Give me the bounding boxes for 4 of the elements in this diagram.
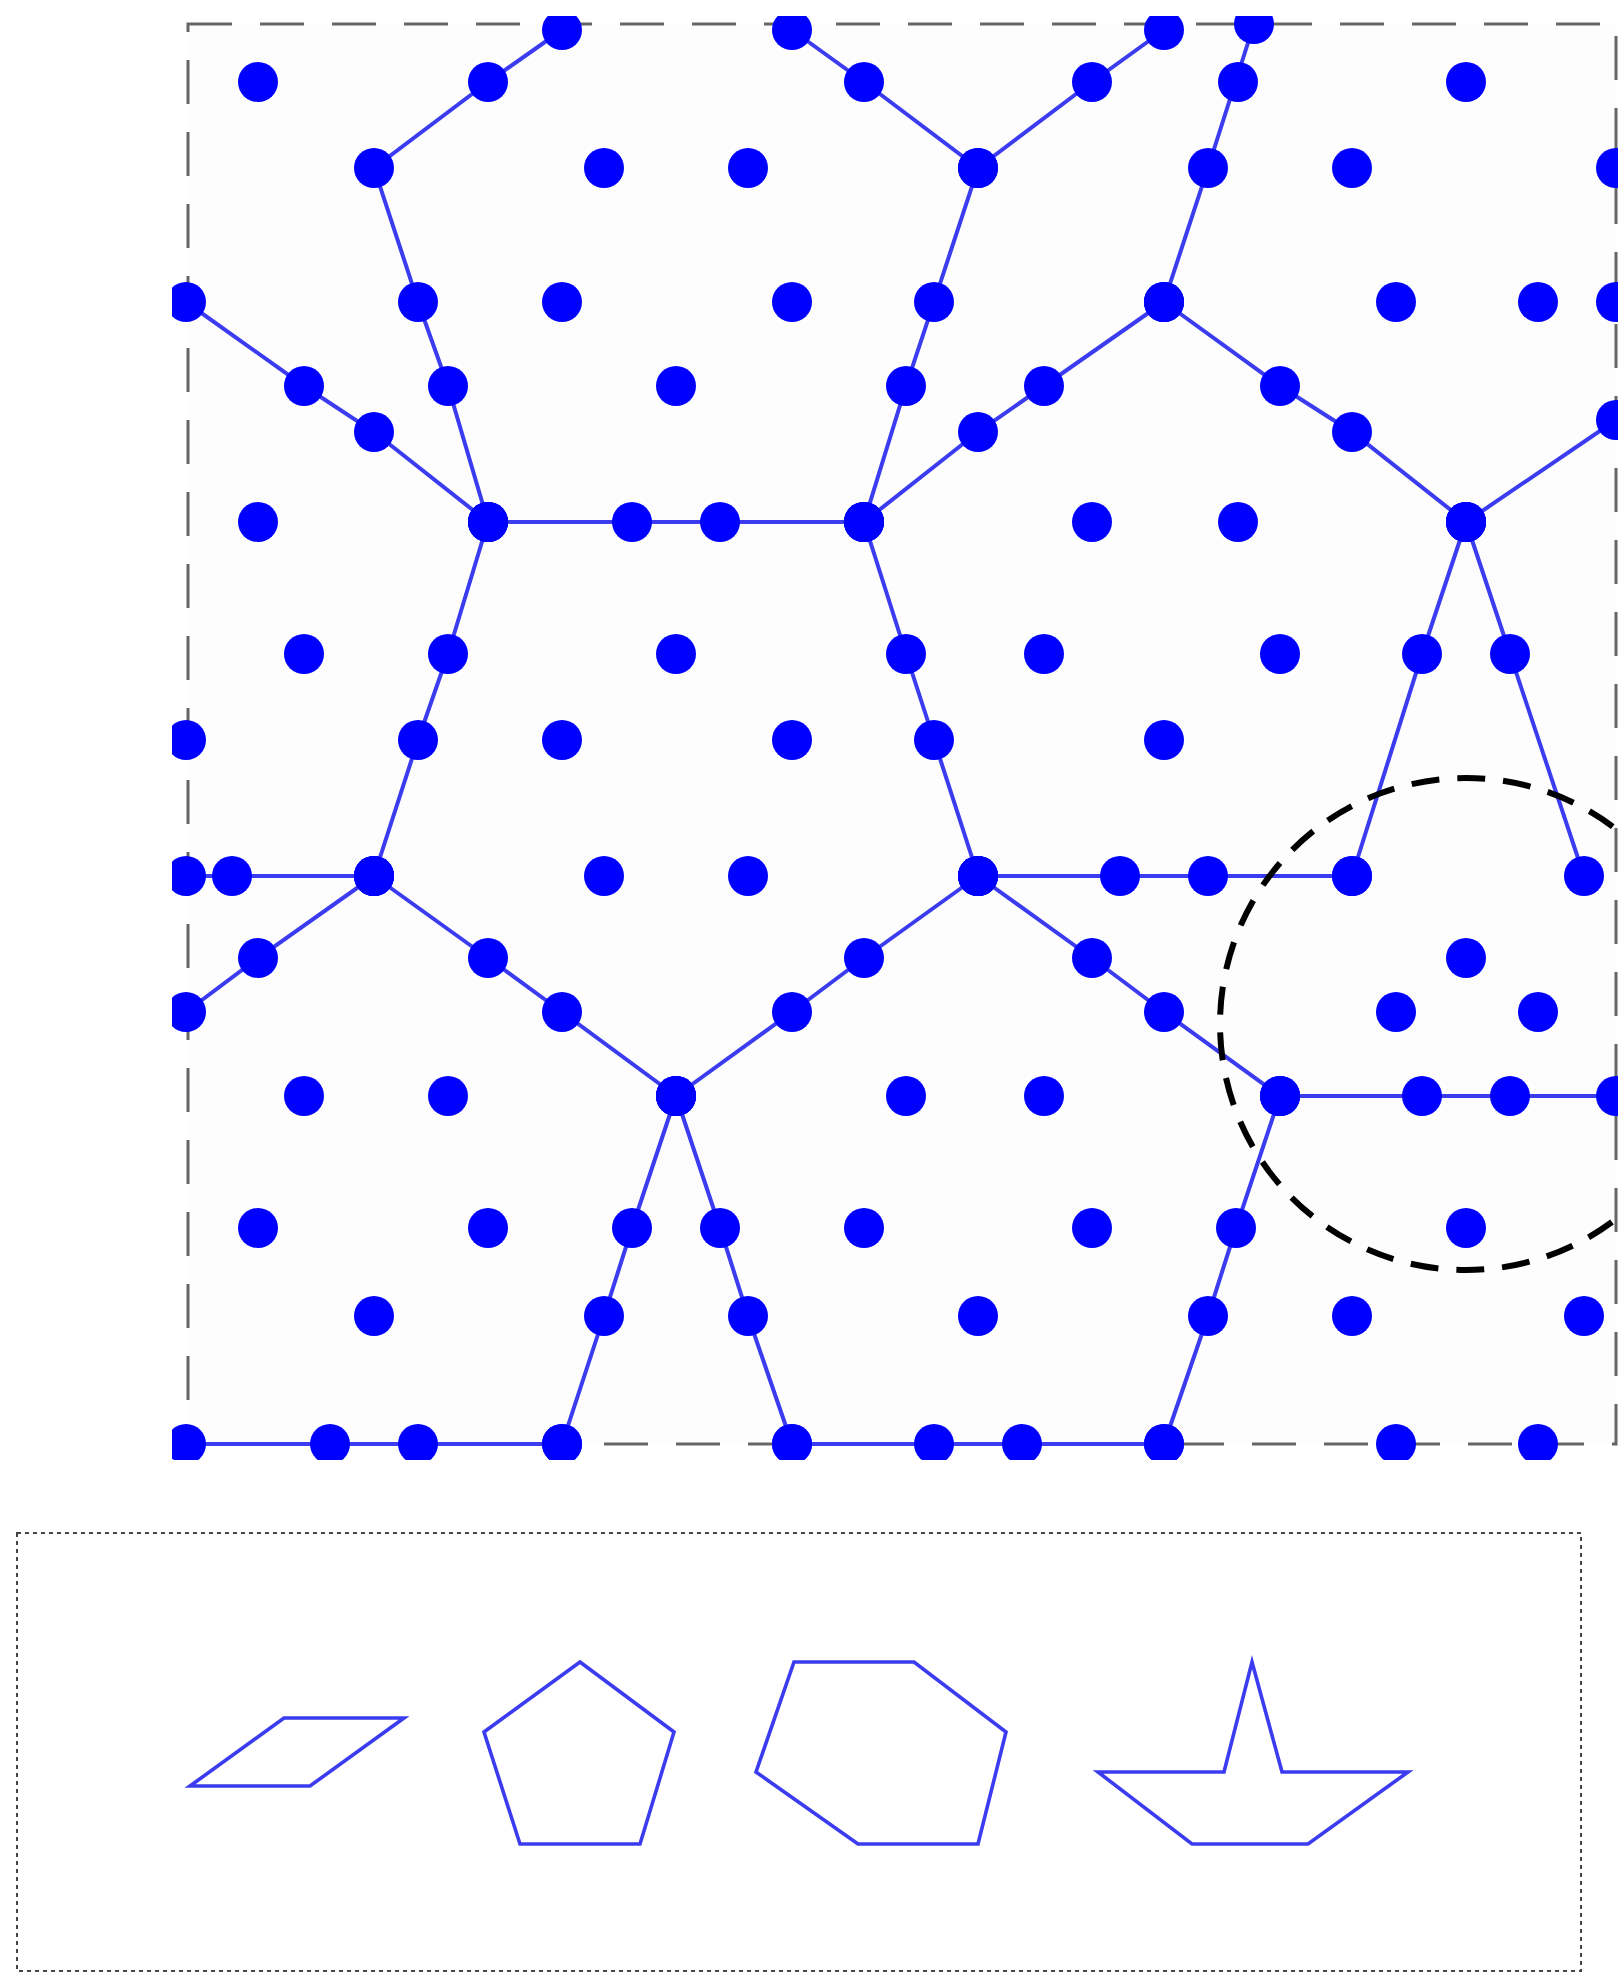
star-tile [1092,1654,1414,1846]
hexagon-tile [753,1660,1009,1846]
pentagon-tile [481,1659,677,1846]
rhombus-tile [184,1716,410,1788]
